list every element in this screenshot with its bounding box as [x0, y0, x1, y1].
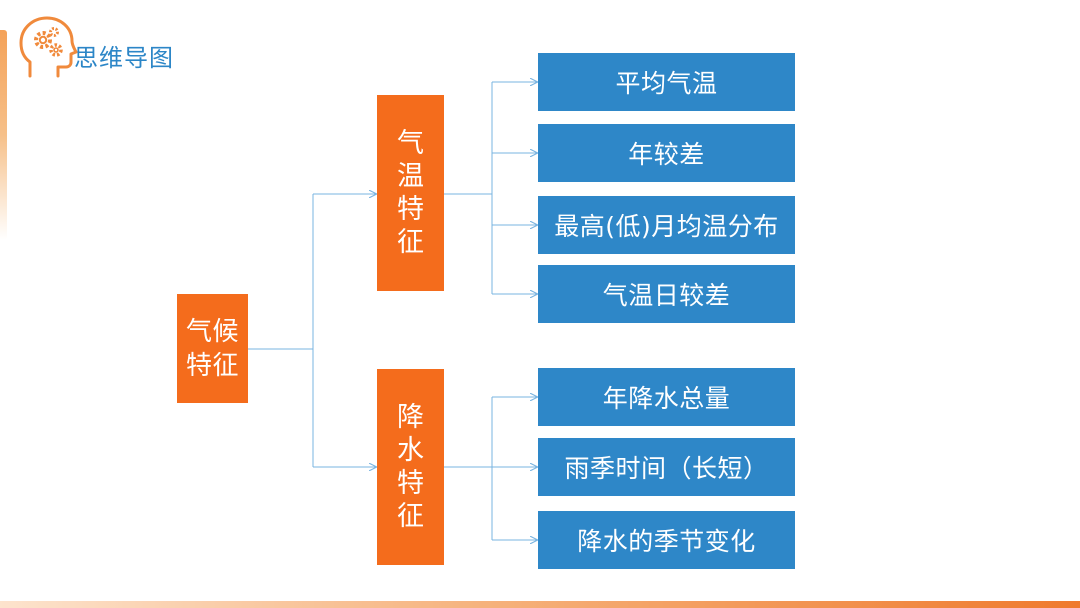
- leaf-node-precipitation-1: 年降水总量: [538, 368, 795, 426]
- branch-node-precipitation: 降水特征: [377, 369, 444, 565]
- leaf-node-temperature-2: 年较差: [538, 124, 795, 182]
- leaf-node-precipitation-3: 降水的季节变化: [538, 511, 795, 569]
- page-title: 思维导图: [74, 44, 174, 72]
- bottom-accent-bar: [0, 601, 1080, 608]
- branch-node-temperature: 气温特征: [377, 95, 444, 291]
- leaf-node-temperature-1: 平均气温: [538, 53, 795, 111]
- root-node-climate: 气候特征: [177, 294, 248, 403]
- head-gear-icon: [19, 16, 78, 78]
- left-accent-stripe: [0, 30, 7, 240]
- leaf-node-precipitation-2: 雨季时间（长短）: [538, 438, 795, 496]
- leaf-node-temperature-3: 最高(低)月均温分布: [538, 196, 795, 254]
- leaf-node-temperature-4: 气温日较差: [538, 265, 795, 323]
